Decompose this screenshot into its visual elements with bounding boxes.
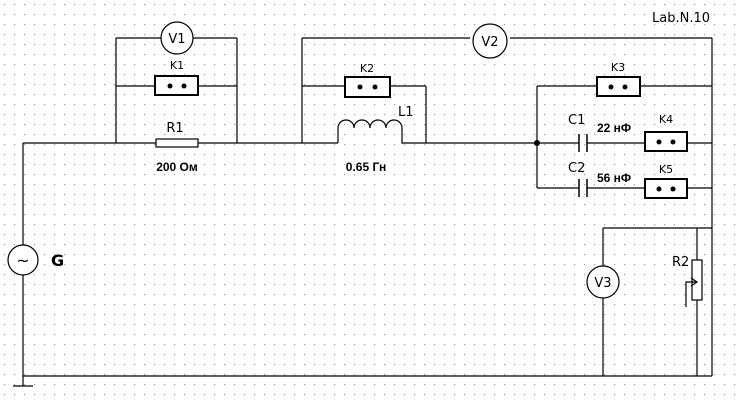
voltmeter-v1-circle [160,21,194,55]
inductor-l1[interactable]: L1 [337,105,426,144]
rheostat-r2-body [691,259,703,301]
key-k4-body [644,131,688,152]
rheostat-wiper [685,281,697,307]
capacitor-c1[interactable]: C1 [568,113,588,152]
key-k5-label: K5 [659,163,673,176]
key-k3-label: K3 [611,61,625,74]
inductor-coil [337,119,426,144]
voltmeter-v1[interactable]: V1 [160,21,194,55]
voltmeter-v1-label: V1 [168,32,185,47]
voltmeter-v3-circle [586,265,620,299]
sine-wave-icon: ~ [16,251,29,270]
voltmeter-v3[interactable]: V3 [586,265,620,299]
key-k4-label: K4 [659,113,673,126]
generator-label: G [51,251,64,270]
wires [13,37,713,387]
inductor-l1-value: 0.65 Гн [346,160,386,174]
inductor-l1-label: L1 [398,105,414,120]
voltmeter-v3-label: V3 [594,276,611,291]
capacitor-c2-value: 56 нФ [597,171,631,185]
voltmeter-v2-circle [472,23,508,59]
key-k5-body [644,178,688,199]
resistor-r1-label: R1 [166,121,183,136]
key-k1-body [154,75,199,96]
voltmeter-v2[interactable]: V2 [472,23,508,59]
key-k3[interactable]: K3 [596,61,641,97]
resistor-r1-body [155,138,199,148]
generator[interactable]: ~ [7,244,39,276]
capacitor-c2[interactable]: C2 [568,161,588,197]
capacitor-c1-label: C1 [568,113,585,128]
key-k1[interactable]: K1 [154,59,199,96]
resistor-r1-value: 200 Ом [156,160,198,174]
rheostat-r2[interactable]: R2 [672,255,703,307]
junction-dot [534,140,540,146]
key-k2[interactable]: K2 [344,62,391,98]
key-k5[interactable]: K5 [644,163,688,199]
capacitor-c1-value: 22 нФ [597,121,631,135]
key-k1-label: K1 [170,59,184,72]
key-k2-label: K2 [360,62,374,75]
resistor-r1[interactable]: R1 [155,121,199,148]
voltmeter-v2-label: V2 [481,35,498,50]
rheostat-r2-label: R2 [672,255,689,270]
key-k4[interactable]: K4 [644,113,688,152]
generator-circle [7,244,39,276]
lab-title: Lab.N.10 [652,11,710,26]
key-k3-body [596,76,641,97]
key-k2-body [344,76,391,98]
capacitor-c2-label: C2 [568,161,585,176]
